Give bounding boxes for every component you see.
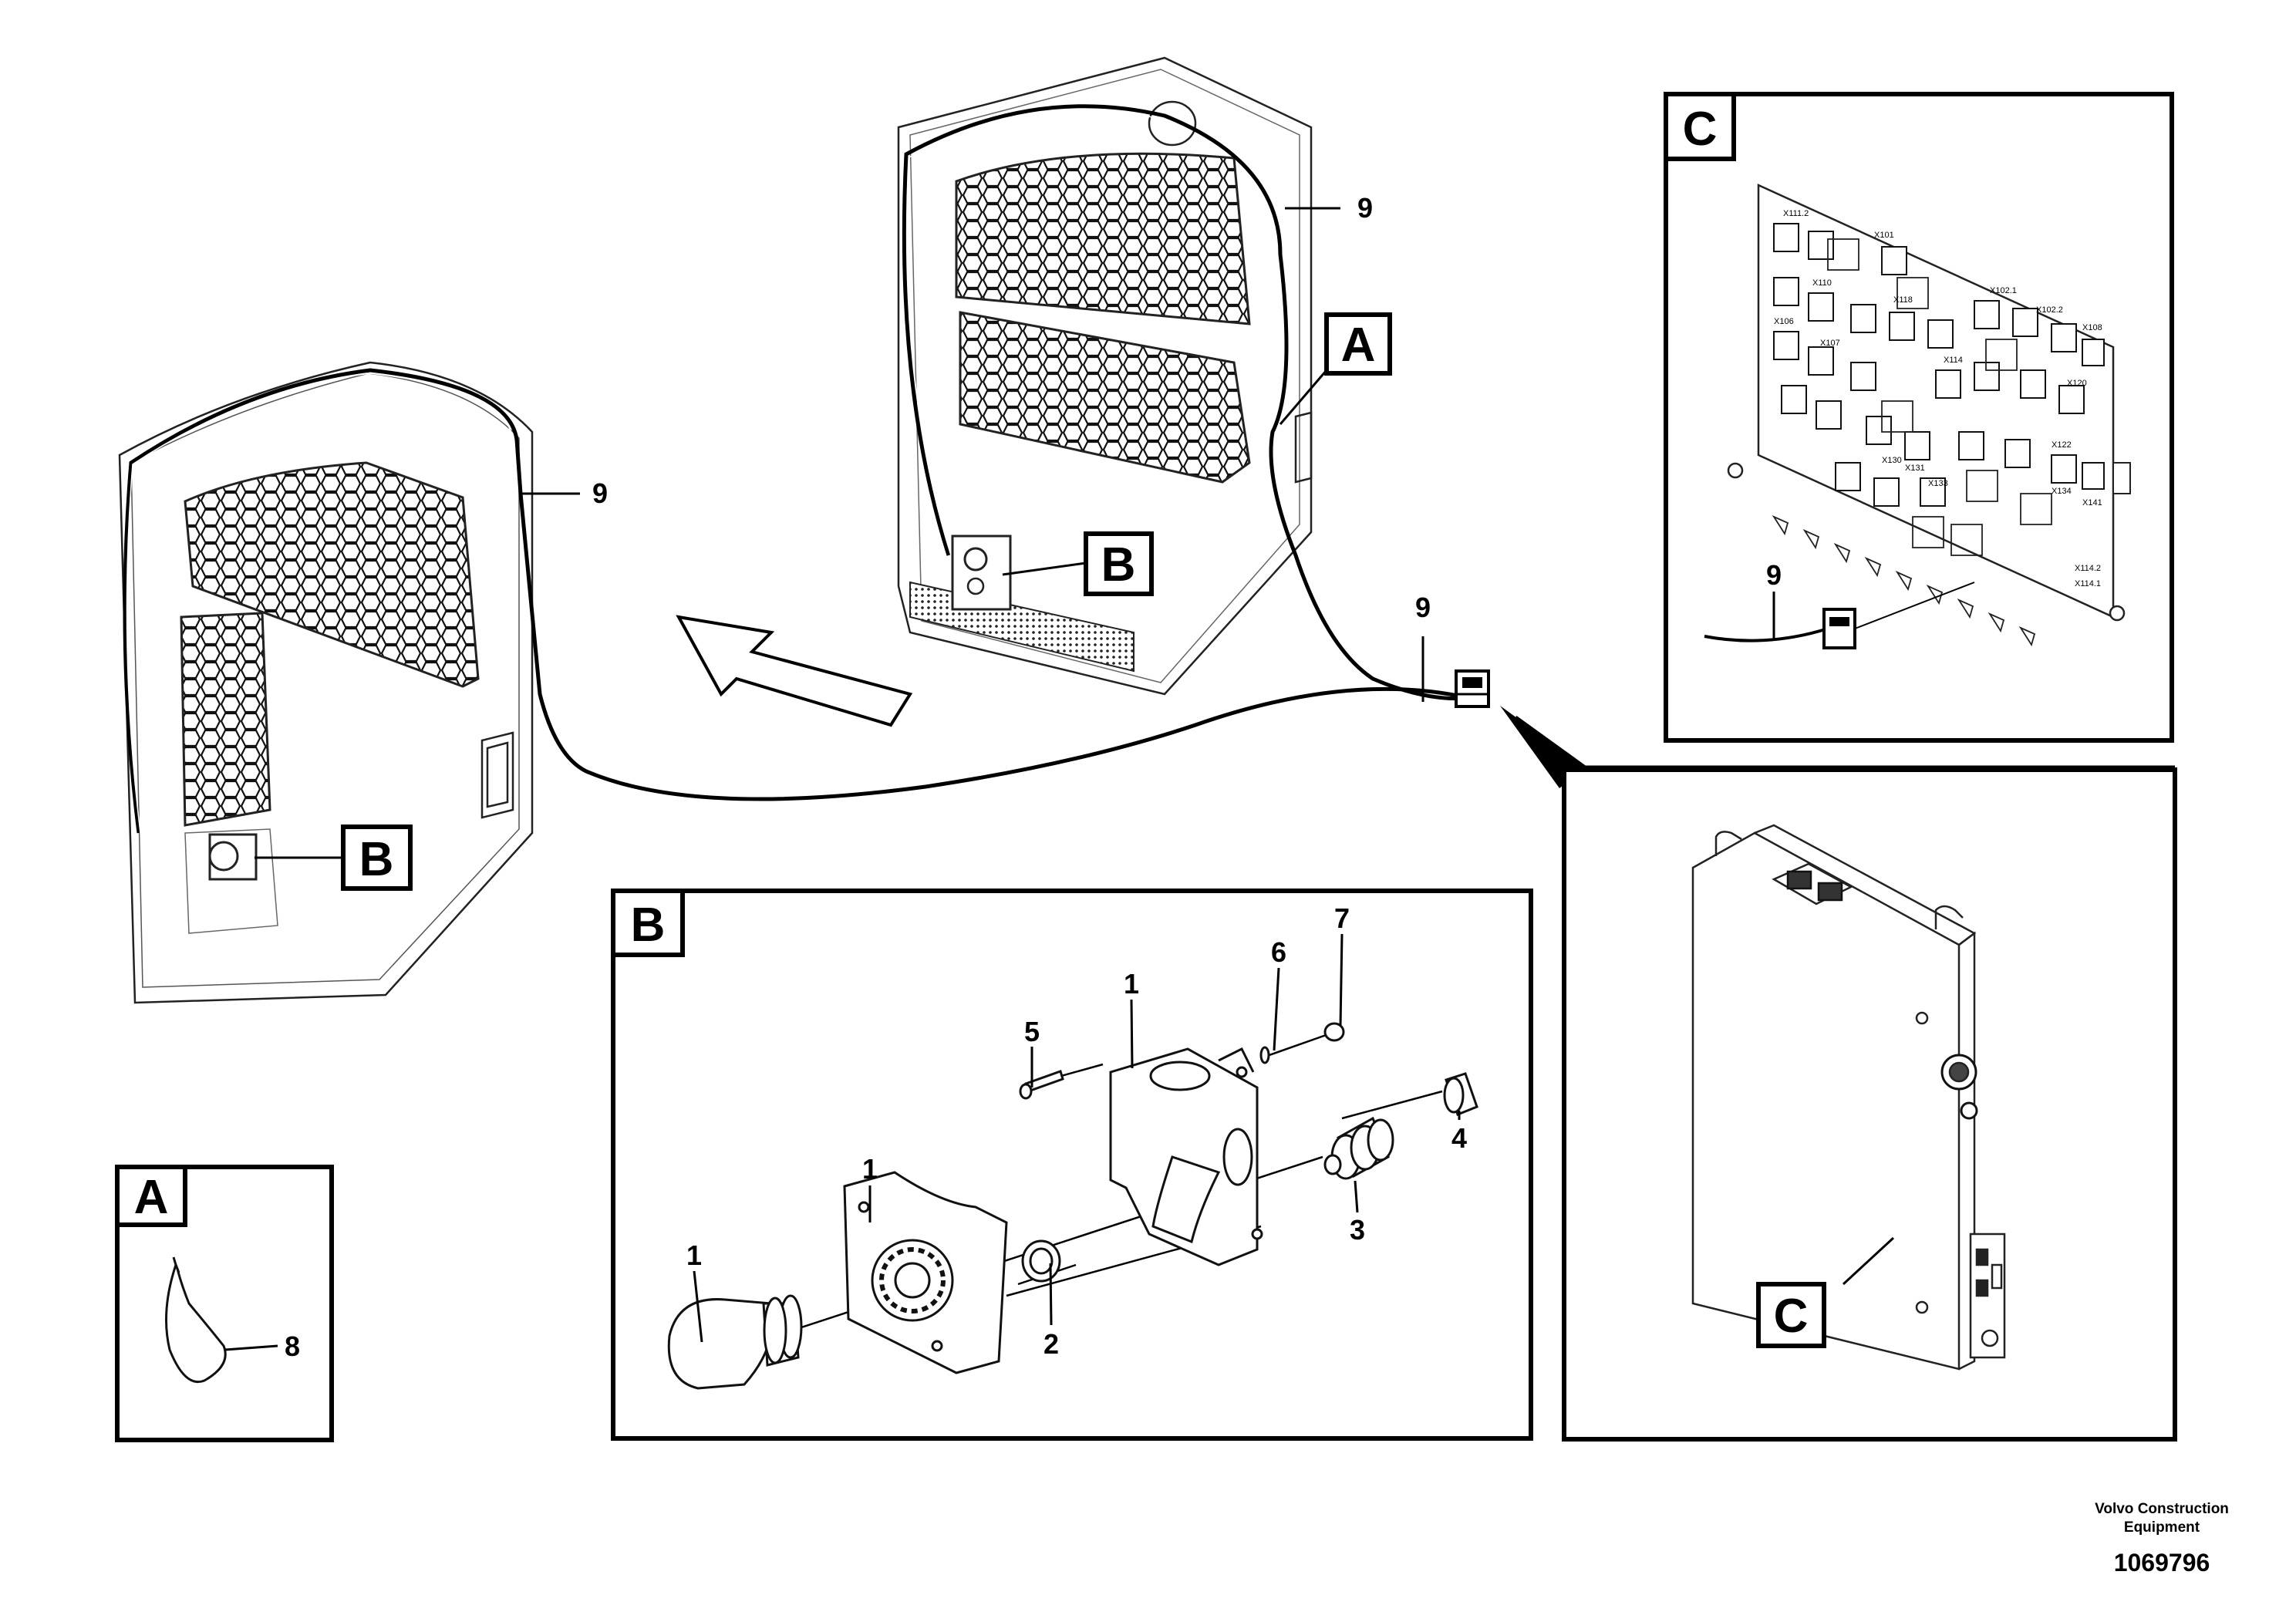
detail-box-control-unit	[1562, 767, 2177, 1442]
harness-left-cab	[123, 368, 1470, 834]
callout-9-detail-C: 9	[1766, 559, 1782, 591]
bulb-part-4	[1443, 1072, 1478, 1116]
screw-part-5	[1019, 1070, 1064, 1100]
board-label: X101	[1874, 231, 1894, 240]
control-unit	[1691, 824, 2006, 1371]
view-label-A-detail: A	[115, 1165, 187, 1227]
connector-detail-C	[1822, 582, 1975, 649]
company-name-line1: Volvo Construction	[2095, 1501, 2229, 1517]
left-cab-drawing	[118, 361, 534, 1004]
document-number: 1069796	[2114, 1549, 2210, 1576]
cable-tie-part-8	[165, 1256, 227, 1383]
board-label: X114.1	[2075, 579, 2101, 588]
board-label: X107	[1820, 339, 1840, 348]
view-letter-B: B	[1101, 538, 1136, 592]
washer-part-6	[1259, 1046, 1270, 1064]
harness-detail-C	[1704, 627, 1829, 642]
board-label: X102.1	[1990, 286, 2017, 295]
view-label-B-detail: B	[611, 889, 685, 957]
board-connector-row	[1772, 514, 2036, 647]
detail-B-leaders	[693, 933, 1461, 1343]
board-label: X111.2	[1783, 209, 1809, 218]
callout-9-connector: 9	[1415, 592, 1431, 623]
switch-exploded-view	[667, 1022, 1478, 1390]
push-button-part-1	[667, 1294, 803, 1390]
view-letter-A: A	[1341, 319, 1376, 372]
company-name-line2: Equipment	[2124, 1519, 2200, 1536]
bezel-part-1	[843, 1171, 1008, 1374]
leader-C-control-unit	[1842, 1236, 1895, 1286]
callout-9-left-cab: 9	[592, 477, 608, 509]
callout-5: 5	[1024, 1016, 1040, 1047]
view-label-B-right-cab: B	[1084, 531, 1154, 596]
view-letter-B: B	[631, 899, 666, 952]
callout-2: 2	[1043, 1328, 1059, 1360]
callout-4: 4	[1451, 1122, 1467, 1154]
leader-cable-tie-8	[224, 1344, 278, 1351]
board-label: X114.2	[2075, 564, 2101, 573]
harness-connector	[1455, 669, 1490, 708]
board-label: X134	[2052, 487, 2072, 496]
callout-7: 7	[1334, 902, 1350, 934]
board-label: X120	[2067, 379, 2087, 388]
callout-9-top: 9	[1357, 192, 1373, 224]
callout-1-button: 1	[686, 1239, 702, 1271]
board-label: X102.2	[2036, 305, 2063, 315]
callout-6: 6	[1271, 936, 1286, 968]
board-label: X108	[2082, 323, 2102, 332]
view-label-C-control-unit: C	[1756, 1282, 1826, 1348]
view-letter-B: B	[359, 833, 394, 886]
board-label: X131	[1905, 464, 1925, 473]
board-label: X133	[1928, 479, 1948, 488]
leader-A-right-cab	[1279, 369, 1328, 425]
view-letter-C: C	[1774, 1290, 1809, 1343]
electronic-board: X111.2 X101 X102.1 X102.2 X108 X110 X118…	[1727, 184, 2131, 647]
board-label: X141	[2082, 498, 2102, 508]
board-label: X122	[2052, 440, 2072, 450]
view-letter-C: C	[1683, 103, 1718, 156]
board-label: X130	[1882, 456, 1902, 465]
board-label: X114	[1944, 356, 1963, 365]
callout-8: 8	[285, 1330, 300, 1362]
o-ring-part-2	[1021, 1239, 1061, 1283]
callout-1-bracket: 1	[1124, 968, 1139, 1000]
view-label-C-detail: C	[1664, 92, 1736, 161]
right-cab-drawing	[897, 56, 1313, 696]
board-label: X106	[1774, 317, 1794, 326]
view-label-B-left-cab: B	[341, 824, 413, 891]
callout-1-bezel: 1	[862, 1153, 878, 1185]
board-label: X110	[1812, 278, 1832, 288]
nut-part-7	[1323, 1022, 1345, 1042]
direction-arrow	[676, 615, 913, 727]
callout-3: 3	[1350, 1214, 1365, 1246]
board-label: X118	[1893, 295, 1913, 305]
harness-right-cab	[902, 104, 1470, 701]
leader-B-right-cab	[1002, 561, 1087, 576]
lamp-holder-part-3	[1323, 1116, 1394, 1180]
view-label-A-cab: A	[1324, 312, 1392, 376]
bracket-part-1	[1109, 1047, 1263, 1266]
view-letter-A: A	[134, 1171, 169, 1224]
